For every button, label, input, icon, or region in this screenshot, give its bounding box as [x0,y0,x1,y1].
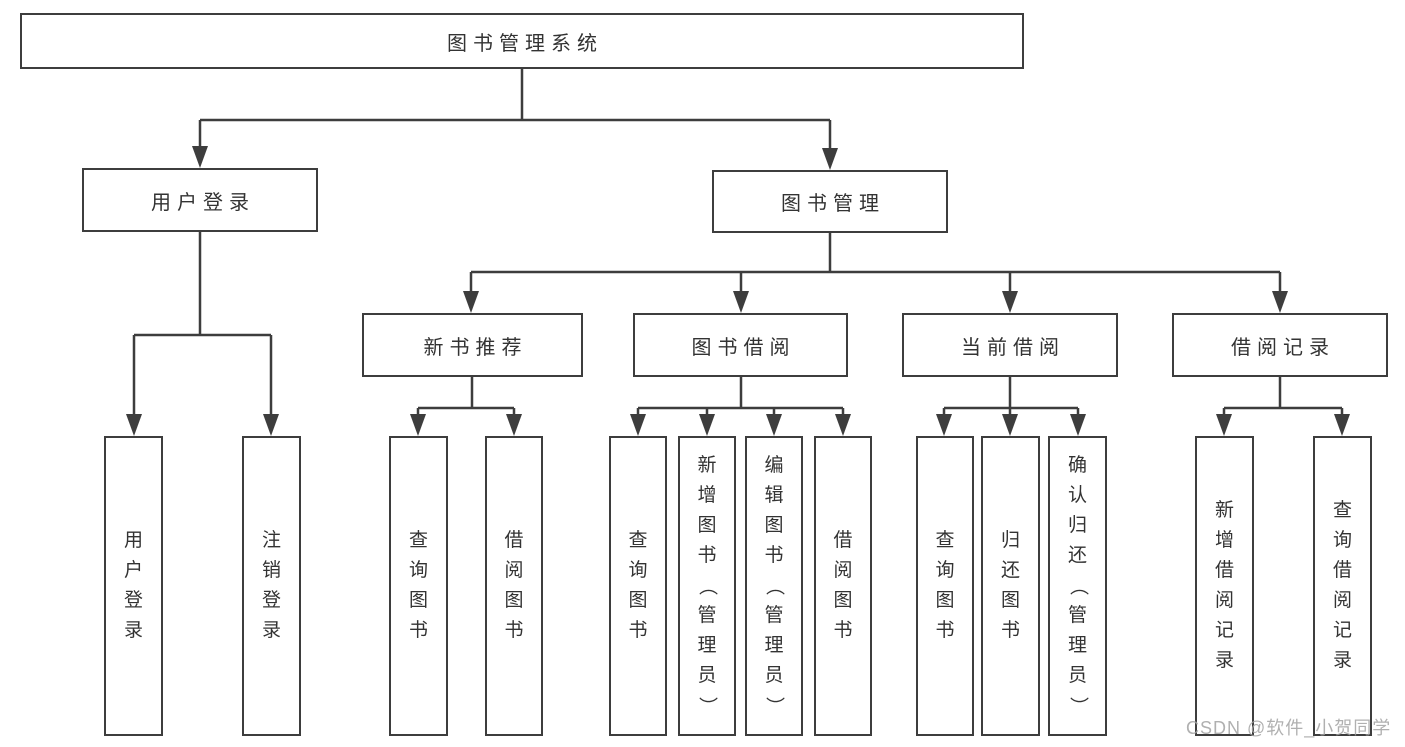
connector-current-borrowing-children [936,377,1086,436]
node-return-books: 归还图书 [981,436,1040,736]
node-label: 图书管理 [781,193,885,215]
node-label: 注销登录 [261,530,281,641]
node-label: 新增借阅记录 [1214,500,1234,671]
node-user-login: 用户登录 [82,168,318,232]
node-edit-book-admin: 编辑图书（管理员） [745,436,803,736]
node-book-borrowing: 图书借阅 [633,313,848,377]
node-label: 用户登录 [151,191,255,214]
node-library-management-system: 图书管理系统 [20,13,1024,69]
connector-user-login-children [126,232,279,436]
node-label: 图书借阅 [691,336,796,359]
node-label: 确认归还（管理员） [1067,455,1089,716]
node-label: 图书管理系统 [447,32,603,55]
node-confirm-return-admin: 确认归还（管理员） [1048,436,1107,736]
node-label: 查询图书 [408,530,428,641]
connector-root-to-level1 [192,69,838,170]
node-search-books-2: 查询图书 [609,436,667,736]
node-label: 借阅图书 [833,530,853,641]
node-user-login-leaf: 用户登录 [104,436,163,736]
connector-book-borrowing-children [630,377,851,436]
node-new-book-recommendation: 新书推荐 [362,313,583,377]
node-search-books-1: 查询图书 [389,436,448,736]
connector-book-management-children [463,233,1288,313]
watermark: CSDN @软件_小贺同学 [1186,718,1392,738]
node-add-borrow-record: 新增借阅记录 [1195,436,1254,736]
node-label: 用户登录 [123,530,143,641]
node-label: 新增图书（管理员） [696,455,718,716]
connector-borrowing-records-children [1216,377,1350,436]
node-borrow-books-2: 借阅图书 [814,436,872,736]
node-search-books-3: 查询图书 [916,436,974,736]
node-label: 归还图书 [1000,530,1020,641]
node-current-borrowing: 当前借阅 [902,313,1118,377]
node-label: 查询借阅记录 [1332,500,1352,671]
node-label: 借阅图书 [504,530,524,641]
node-label: 新书推荐 [423,336,528,359]
node-borrowing-records: 借阅记录 [1172,313,1388,377]
node-book-management: 图书管理 [712,170,948,233]
node-borrow-books-1: 借阅图书 [485,436,543,736]
node-label: 查询图书 [935,530,955,641]
node-label: 借阅记录 [1231,336,1335,359]
node-label: 当前借阅 [961,336,1065,359]
node-label: 查询图书 [628,530,648,641]
connector-new-book-recommendation-children [410,377,522,436]
node-label: 编辑图书（管理员） [763,455,785,716]
node-logout: 注销登录 [242,436,301,736]
node-search-borrow-record: 查询借阅记录 [1313,436,1372,736]
node-add-book-admin: 新增图书（管理员） [678,436,736,736]
